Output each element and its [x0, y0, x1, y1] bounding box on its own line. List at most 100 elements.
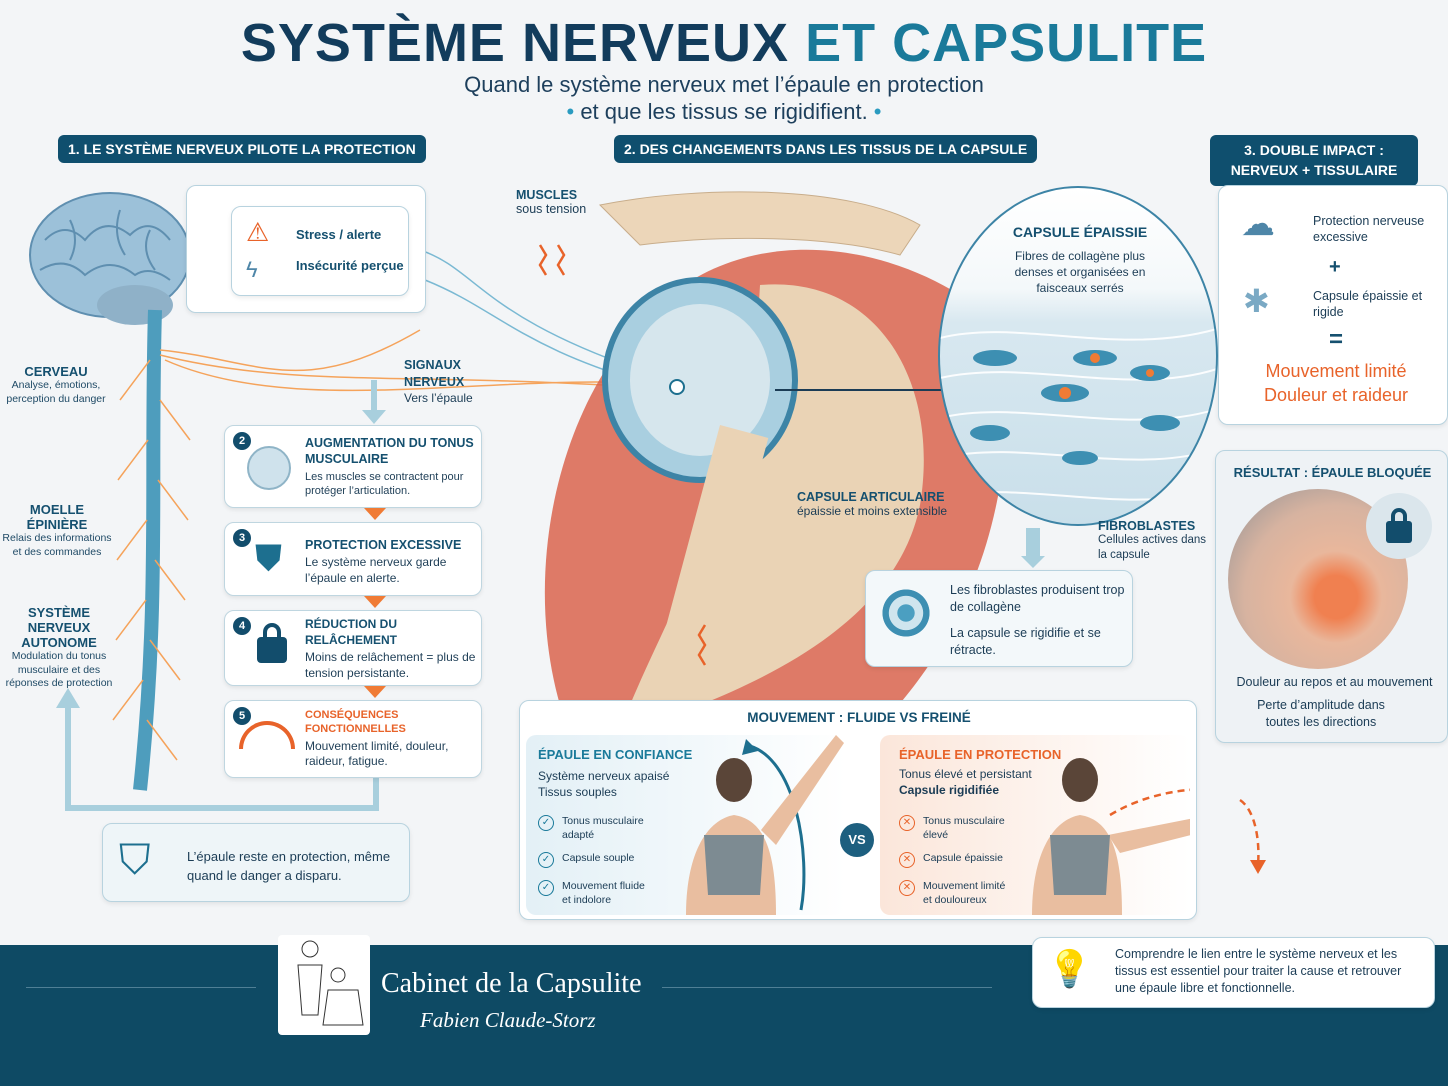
movement-comparison: MOUVEMENT : FLUIDE VS FREINÉ ÉPAULE EN C…: [519, 700, 1197, 920]
gauge-icon: [239, 721, 295, 749]
section-3-header: 3. DOUBLE IMPACT : NERVEUX + TISSULAIRE: [1210, 135, 1418, 187]
section-1-header: 1. LE SYSTÈME NERVEUX PILOTE LA PROTECTI…: [58, 135, 426, 163]
bad-line-2: Capsule rigidifiée: [899, 783, 1000, 797]
muscles-title: MUSCLES: [516, 188, 578, 202]
step-3-card: 3⛊ PROTECTION EXCESSIVE Le système nerveux…: [224, 522, 482, 596]
movement-title: MOUVEMENT : FLUIDE VS FREINÉ: [747, 710, 971, 725]
brand-name: Cabinet de la Capsulite: [381, 968, 642, 999]
spine-text: Relais des informations et des commandes: [2, 532, 112, 558]
spinal-cord: [133, 309, 162, 791]
subtitle-line-2: • et que les tissus se rigidifient. •: [566, 99, 882, 124]
tip-text: Comprendre le lien entre le système nerv…: [1115, 947, 1402, 995]
joint-capsule-text: épaissie et moins extensible: [797, 504, 948, 518]
muscles-text: sous tension: [516, 202, 587, 216]
brain-title: CERVEAU: [24, 364, 88, 379]
spine-title: MOELLE ÉPINIÈRE: [26, 502, 88, 532]
nervous-system-illustration: [29, 192, 681, 811]
step-title: AUGMENTATION DU TONUS MUSCULAIRE: [305, 436, 474, 467]
step-text: Le système nerveux garde l’épaule en ale…: [305, 555, 447, 585]
brain-outline-icon: ☁: [1241, 205, 1275, 243]
step-number: 2: [233, 432, 251, 450]
title-part-2: ET CAPSULITE: [805, 13, 1208, 73]
shield-icon: ⛊: [255, 537, 283, 578]
equals-sign: =: [1329, 326, 1344, 353]
logo-illustration: [278, 935, 370, 1035]
good-title: ÉPAULE EN CONFIANCE: [538, 747, 693, 762]
impact-result-2: Douleur et raideur: [1263, 385, 1409, 405]
tension-icon: [538, 244, 566, 276]
loop-note: ⛉ L’épaule reste en protection, même quan…: [102, 823, 410, 902]
good-item: Capsule souple: [562, 852, 635, 864]
bad-line-1: Tonus élevé et persistant: [899, 767, 1032, 781]
cross-icon: ✕: [899, 880, 915, 896]
impact-nervous: Protection nerveuse excessive: [1313, 214, 1425, 245]
trigger-panel: ⚠ Stress / alerte ϟ Insécurité perçue: [186, 185, 426, 313]
bad-panel: ÉPAULE EN PROTECTION Tonus élevé et pers…: [880, 735, 1190, 915]
step-number: 3: [233, 529, 251, 547]
warning-icon: ⚠: [246, 217, 270, 247]
tip-card: 💡 Comprendre le lien entre le système ne…: [1032, 937, 1435, 1008]
double-impact-card: ☁ Protection nerveuse excessive + ✱ Caps…: [1218, 185, 1448, 425]
step-title: PROTECTION EXCESSIVE: [305, 538, 462, 552]
subtitle-text: et que les tissus se rigidifient.: [580, 99, 868, 124]
brain-icon: [29, 192, 191, 325]
brain-lightning-icon: ϟ: [246, 257, 258, 282]
page-title: SYSTÈME NERVEUX ET CAPSULITE: [0, 12, 1448, 74]
plus-sign: +: [1329, 256, 1341, 278]
check-icon: ✓: [538, 852, 554, 868]
result-text-1: Douleur au repos et au mouvement: [1236, 675, 1433, 689]
good-panel: ÉPAULE EN CONFIANCE Système nerveux apai…: [526, 735, 846, 915]
capsule-thick-text: Fibres de collagène plus denses et organ…: [1014, 249, 1146, 296]
step-text: Mouvement limité, douleur, raideur, fati…: [305, 738, 449, 768]
check-icon: ✓: [538, 880, 554, 896]
capsule-thick-title: CAPSULE ÉPAISSIE: [1012, 224, 1148, 240]
section-2-header: 2. DES CHANGEMENTS DANS LES TISSUS DE LA…: [614, 135, 1038, 163]
shield-person-icon: ⛉: [119, 836, 151, 883]
bad-item: Capsule épaissie: [923, 852, 1003, 864]
bad-item: Tonus musculaire élevé: [923, 815, 1005, 841]
bad-title: ÉPAULE EN PROTECTION: [899, 747, 1062, 762]
step-number: 4: [233, 617, 251, 635]
step-text: Moins de relâchement = plus de tension p…: [305, 650, 476, 680]
bad-item: Mouvement limité et douloureux: [923, 880, 1006, 906]
check-icon: ✓: [538, 815, 554, 831]
step-title: RÉDUCTION DU RELÂCHEMENT: [305, 617, 397, 647]
impact-capsule: Capsule épaissie et rigide: [1313, 289, 1423, 320]
result-title: RÉSULTAT : ÉPAULE BLOQUÉE: [1233, 465, 1432, 480]
signals-text: Vers l’épaule: [404, 390, 473, 405]
result-card: RÉSULTAT : ÉPAULE BLOQUÉE Douleur au rep…: [1215, 450, 1448, 743]
raised-arm-figure: [686, 735, 844, 915]
signals-title: SIGNAUX NERVEUX: [404, 358, 465, 389]
joint-capsule-title: CAPSULE ARTICULAIRE: [797, 490, 945, 504]
author-name: Fabien Claude-Storz: [420, 1008, 596, 1032]
fibro-line-2: La capsule se rigidifie et se rétracte.: [950, 626, 1101, 657]
fibroblasts-text: Cellules actives dans la capsule: [1098, 534, 1207, 561]
fibroblast-box: Les fibroblastes produisent trop de coll…: [865, 570, 1133, 667]
loop-note-text: L’épaule reste en protection, même quand…: [187, 849, 391, 883]
fibers-icon: ✱: [1243, 283, 1270, 319]
result-text-2: Perte d’amplitude dans toutes les direct…: [1257, 698, 1385, 729]
feedback-loop-arrow: [65, 700, 379, 811]
fibroblasts-title: FIBROBLASTES: [1098, 519, 1196, 533]
good-line-1: Système nerveux apaisé: [538, 769, 670, 783]
good-item: Tonus musculaire adapté: [562, 815, 644, 841]
step-number: 5: [233, 707, 251, 725]
cross-icon: ✕: [899, 852, 915, 868]
lightbulb-icon: 💡: [1047, 948, 1092, 989]
capsule-magnifier: CAPSULE ÉPAISSIE Fibres de collagène plu…: [938, 186, 1218, 526]
good-item: Mouvement fluide et indolore: [562, 880, 645, 906]
autonomic-title: SYSTÈME NERVEUX AUTONOME: [21, 605, 97, 650]
lock-badge-icon: [1366, 493, 1432, 559]
collagen-fibers: [940, 328, 1216, 501]
cross-icon: ✕: [899, 815, 915, 831]
step-title: CONSÉQUENCES FONCTIONNELLES: [305, 709, 406, 736]
